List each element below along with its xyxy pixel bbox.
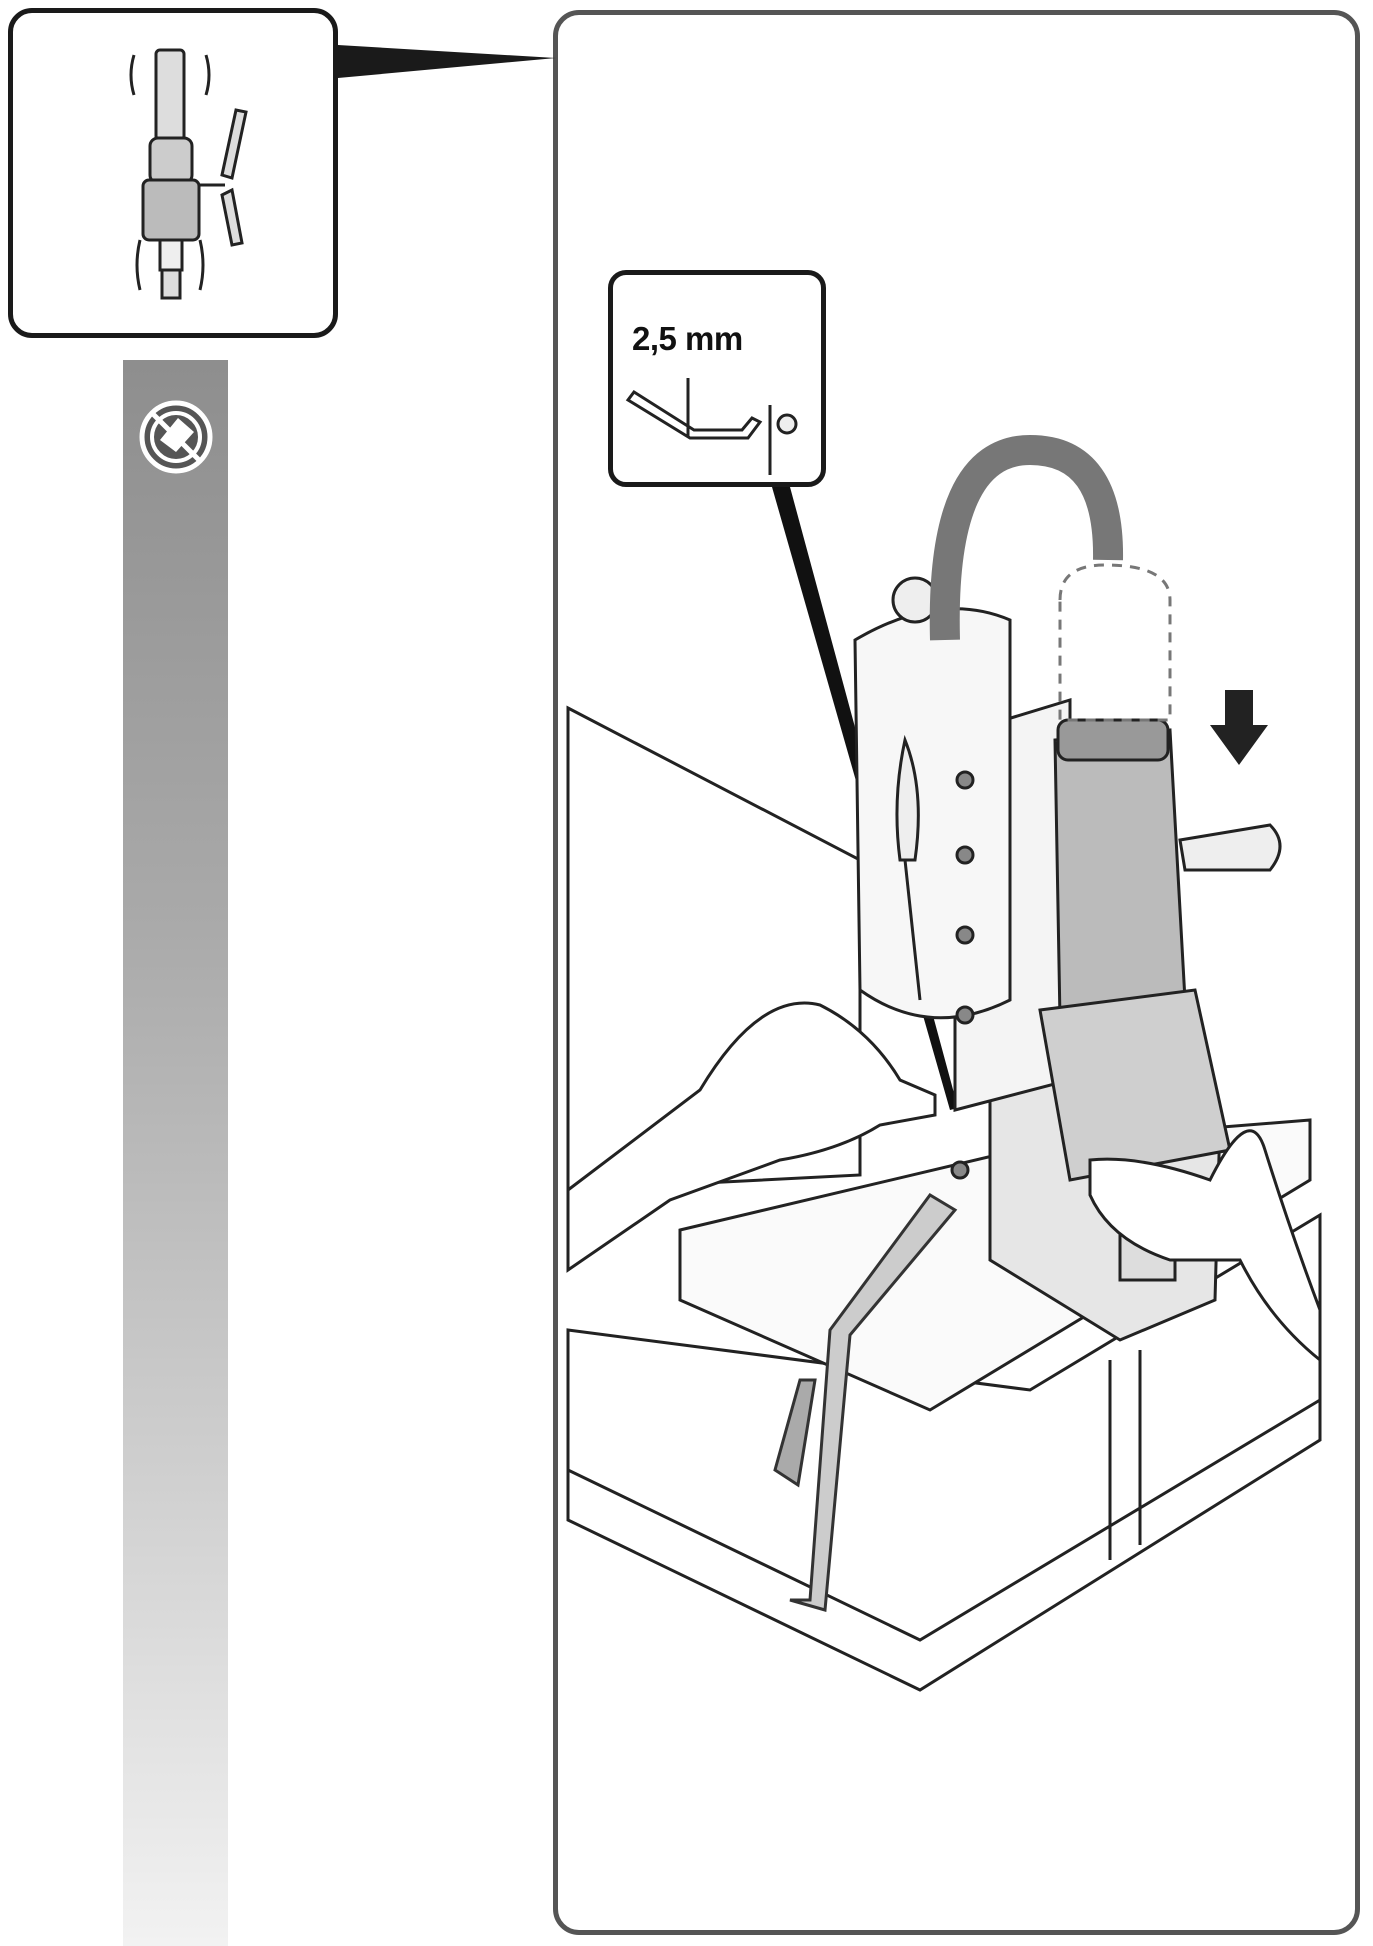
inset-connector-wedge [338, 45, 556, 78]
side-gradient-bar [123, 360, 228, 1946]
tie-down-strap [773, 1193, 958, 1612]
feed-lever [895, 734, 922, 1001]
no-dust-symbol-icon [139, 400, 213, 474]
magnetic-drill [853, 434, 1282, 1342]
hex-key-size-label: 2,5 mm [632, 320, 743, 357]
hands [566, 1001, 1322, 1364]
down-arrow-icon [1210, 690, 1268, 765]
inset-drill-figure [129, 48, 248, 300]
hex-key-icon [625, 378, 798, 475]
hex-key-callout [608, 270, 826, 487]
